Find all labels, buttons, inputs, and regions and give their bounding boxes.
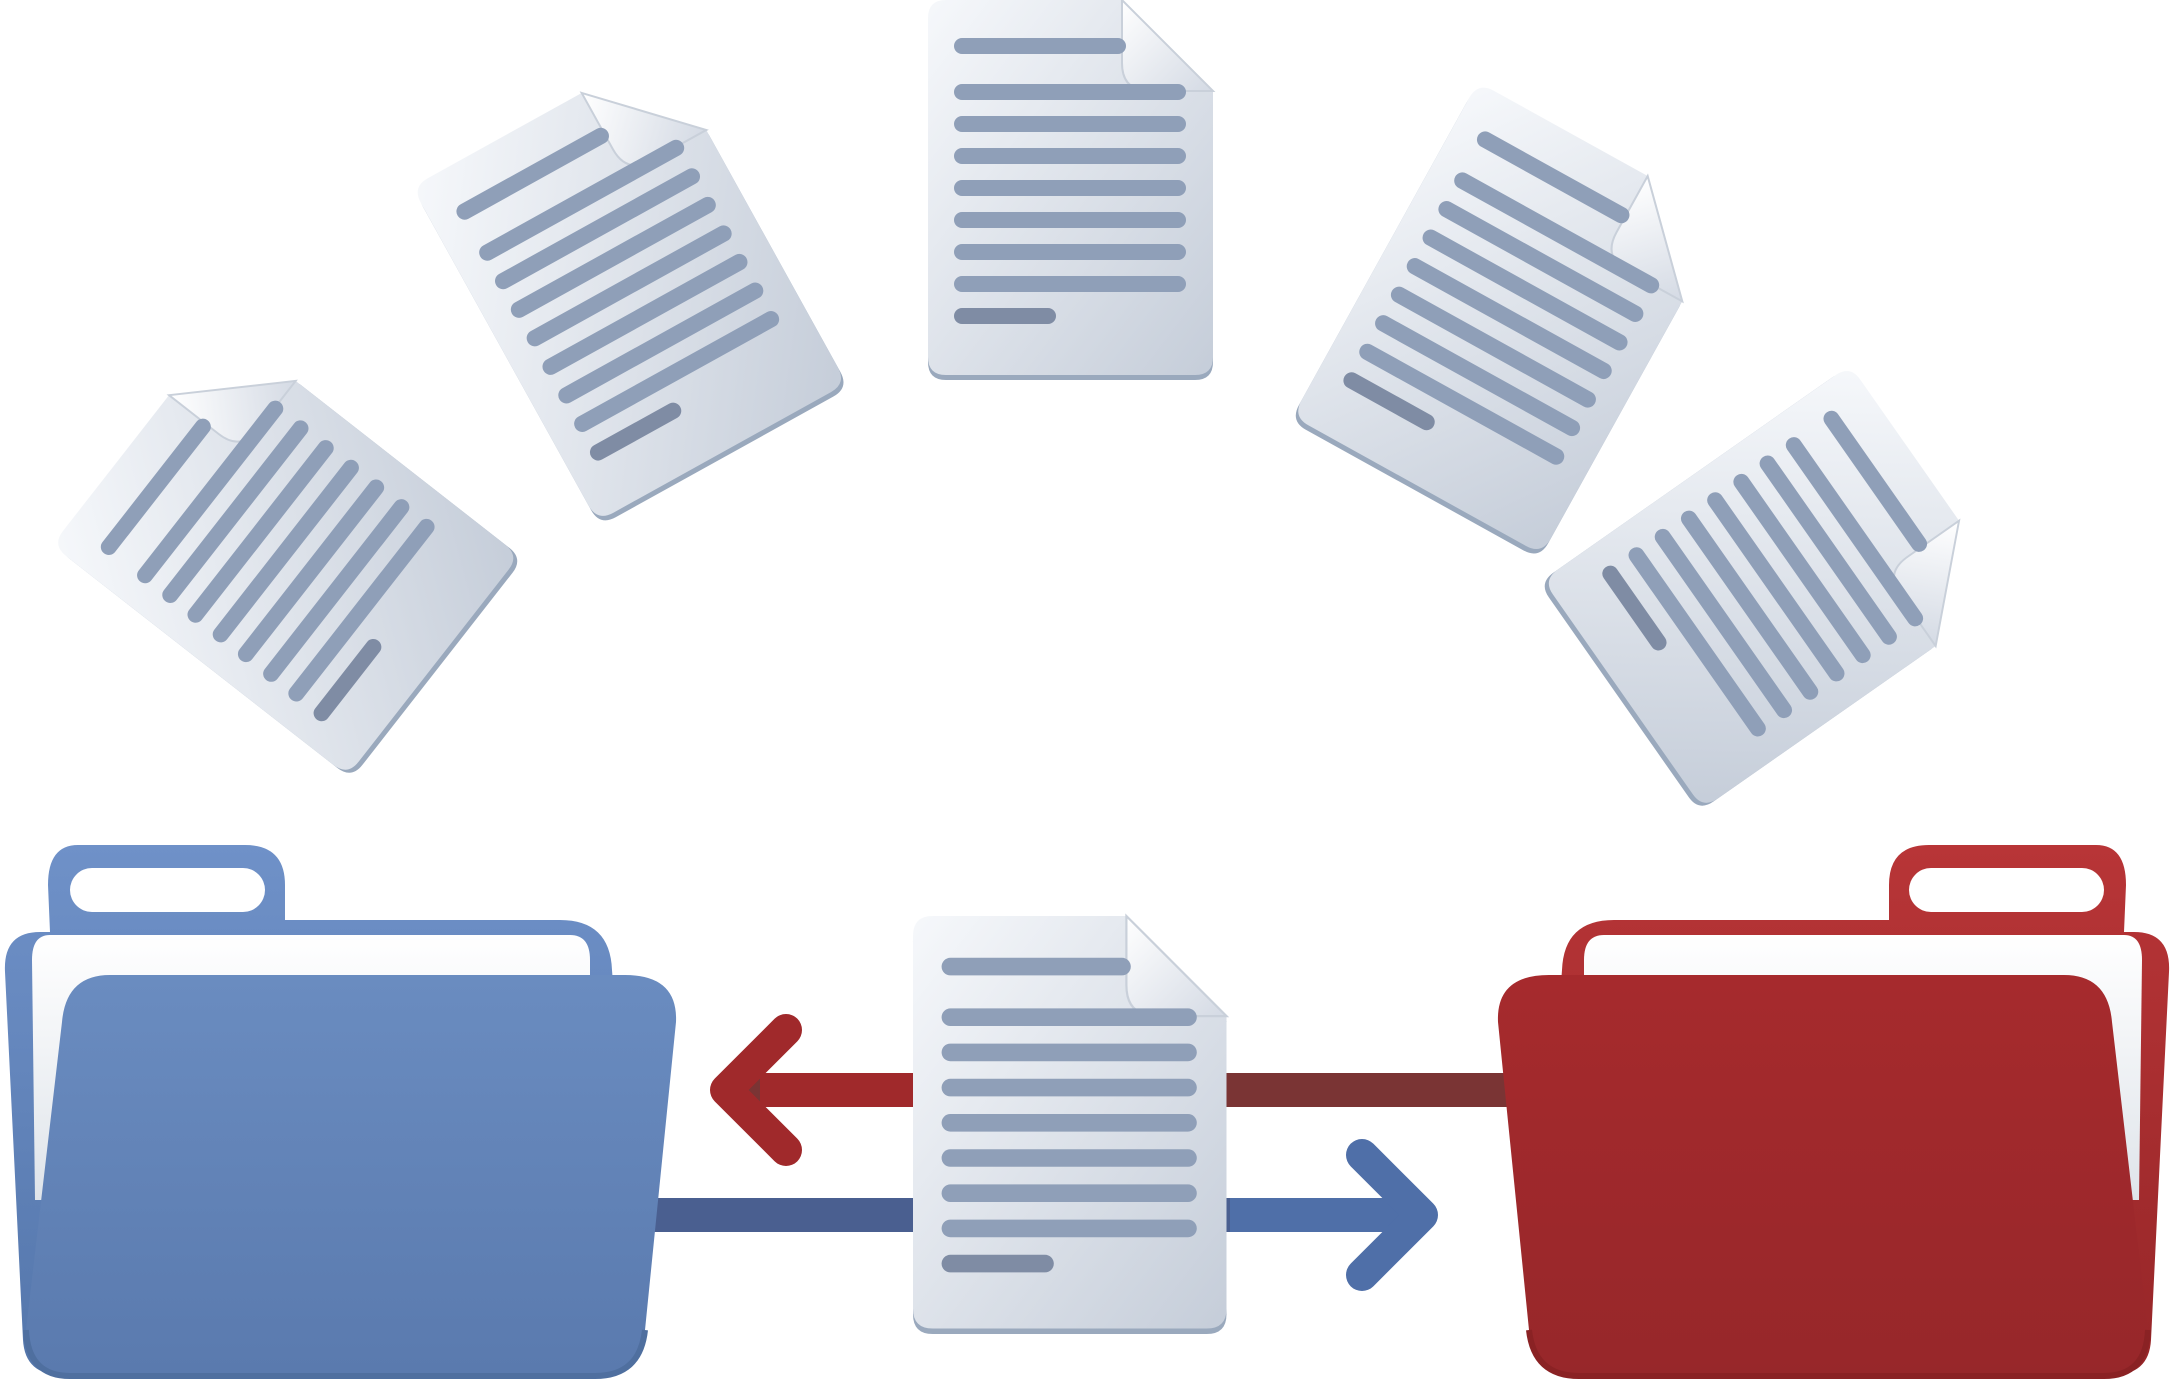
floating-document-1 — [52, 325, 523, 779]
target-folder — [1497, 845, 2170, 1379]
folder-icon — [1497, 845, 2170, 1379]
floating-document-2 — [412, 49, 849, 526]
folder-icon — [4, 845, 677, 1379]
source-folder — [4, 845, 677, 1379]
transfer-document — [913, 916, 1227, 1334]
floating-document-3 — [928, 0, 1213, 380]
floating-document-4 — [1290, 82, 1727, 559]
